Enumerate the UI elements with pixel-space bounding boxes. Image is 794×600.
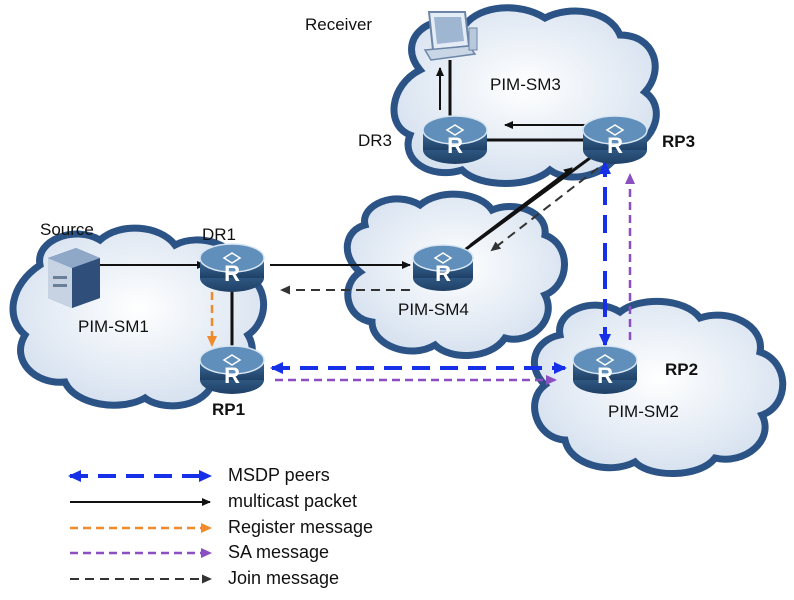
router-glyph: R bbox=[597, 363, 613, 388]
router-dr1: R bbox=[199, 243, 265, 292]
router-rp1: R bbox=[199, 345, 265, 394]
receiver-label: Receiver bbox=[305, 15, 373, 34]
router-pim-sm4: R bbox=[412, 244, 474, 291]
cloud-pim-sm2 bbox=[530, 297, 787, 477]
router-rp2: R bbox=[572, 345, 638, 394]
legend-label-msdp-peers: MSDP peers bbox=[228, 465, 330, 485]
router-glyph: R bbox=[435, 261, 451, 286]
server-icon bbox=[48, 248, 100, 308]
router-glyph: R bbox=[447, 133, 463, 158]
rp2-label: RP2 bbox=[665, 360, 699, 379]
dr1-label: DR1 bbox=[202, 225, 237, 244]
legend bbox=[68, 470, 212, 584]
pim-sm1-label: PIM-SM1 bbox=[78, 317, 149, 336]
dr3-label: DR3 bbox=[358, 131, 393, 150]
legend-label-join-message: Join message bbox=[228, 568, 340, 588]
multicast-sm4-to-rp3 bbox=[461, 156, 591, 254]
rp1-label: RP1 bbox=[212, 400, 246, 419]
router-glyph: R bbox=[607, 133, 623, 158]
legend-label-multicast-packet: multicast packet bbox=[228, 491, 358, 511]
legend-label-sa-message: SA message bbox=[228, 542, 330, 562]
router-glyph: R bbox=[224, 261, 240, 286]
pim-sm4-label: PIM-SM4 bbox=[398, 300, 469, 319]
legend-label-register-message: Register message bbox=[228, 517, 374, 537]
rp3-label: RP3 bbox=[662, 132, 696, 151]
router-rp3: R bbox=[582, 115, 648, 164]
pim-sm3-label: PIM-SM3 bbox=[490, 75, 561, 94]
pc-icon bbox=[423, 11, 478, 61]
router-glyph: R bbox=[224, 363, 240, 388]
source-label: Source bbox=[40, 220, 94, 239]
router-dr3: R bbox=[422, 115, 488, 164]
join-rp3-to-sm4 bbox=[490, 167, 599, 252]
pim-sm2-label: PIM-SM2 bbox=[608, 402, 679, 421]
